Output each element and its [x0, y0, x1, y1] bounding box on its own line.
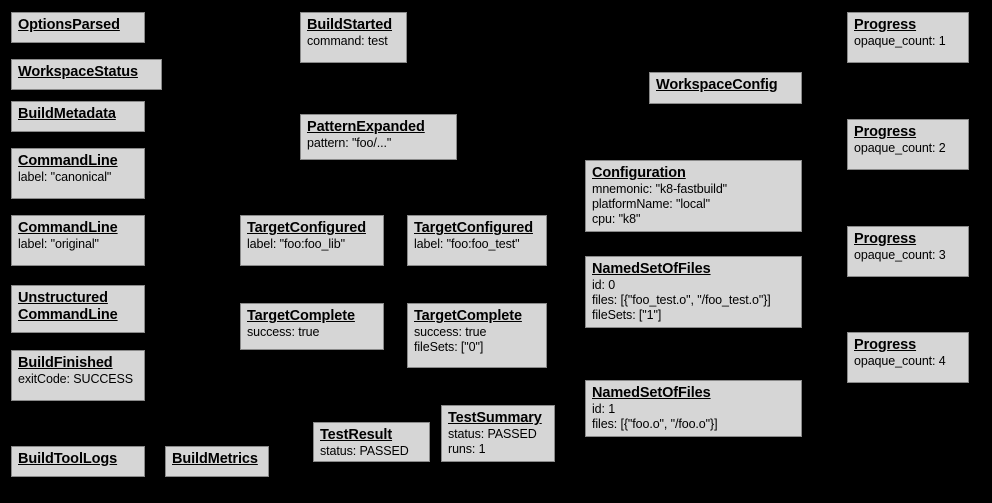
node-title: CommandLine	[18, 153, 118, 169]
node-field: fileSets: ["0"]	[414, 340, 484, 354]
node-build-tool-logs[interactable]: BuildToolLogs	[11, 446, 145, 477]
node-title: BuildMetrics	[172, 451, 258, 467]
node-title: TargetComplete	[247, 308, 355, 324]
node-title: TargetComplete	[414, 308, 522, 324]
node-field: opaque_count: 2	[854, 141, 946, 155]
node-title: WorkspaceConfig	[656, 77, 778, 93]
node-title: PatternExpanded	[307, 119, 425, 135]
node-field: fileSets: ["1"]	[592, 308, 662, 322]
node-field: label: "original"	[18, 237, 99, 251]
node-field: id: 1	[592, 402, 616, 416]
node-workspace-config[interactable]: WorkspaceConfig	[649, 72, 802, 104]
node-field: opaque_count: 1	[854, 34, 946, 48]
node-title: Configuration	[592, 165, 686, 181]
node-field: opaque_count: 4	[854, 354, 946, 368]
node-field: pattern: "foo/..."	[307, 136, 392, 150]
node-title: NamedSetOfFiles	[592, 261, 711, 277]
node-build-metadata[interactable]: BuildMetadata	[11, 101, 145, 132]
node-field: status: PASSED	[448, 427, 537, 441]
node-unstructured-command-line[interactable]: Unstructured CommandLine	[11, 285, 145, 333]
node-title: NamedSetOfFiles	[592, 385, 711, 401]
node-field: files: [{"foo_test.o", "/foo_test.o"}]	[592, 293, 771, 307]
node-field: success: true	[247, 325, 320, 339]
node-field: files: [{"foo.o", "/foo.o"}]	[592, 417, 718, 431]
node-title: Progress	[854, 124, 917, 140]
node-field: label: "foo:foo_test"	[414, 237, 520, 251]
node-field: id: 0	[592, 278, 616, 292]
node-field: opaque_count: 3	[854, 248, 946, 262]
node-field: cpu: "k8"	[592, 212, 641, 226]
node-title: BuildToolLogs	[18, 451, 118, 467]
node-title: TargetConfigured	[247, 220, 366, 236]
node-title: Progress	[854, 337, 917, 353]
node-title: TargetConfigured	[414, 220, 533, 236]
node-title: TestSummary	[448, 410, 542, 426]
node-title: BuildMetadata	[18, 106, 116, 122]
node-field: success: true	[414, 325, 487, 339]
node-title: CommandLine	[18, 220, 118, 236]
node-field: command: test	[307, 34, 388, 48]
node-build-metrics[interactable]: BuildMetrics	[165, 446, 269, 477]
node-workspace-status[interactable]: WorkspaceStatus	[11, 59, 162, 90]
node-title: Progress	[854, 231, 917, 247]
node-options-parsed[interactable]: OptionsParsed	[11, 12, 145, 43]
node-field: platformName: "local"	[592, 197, 710, 211]
node-title: BuildStarted	[307, 17, 393, 33]
node-title: OptionsParsed	[18, 17, 120, 33]
node-field: runs: 1	[448, 442, 486, 456]
node-title: Progress	[854, 17, 917, 33]
node-title: WorkspaceStatus	[18, 64, 138, 80]
node-field: label: "canonical"	[18, 170, 112, 184]
node-title: BuildFinished	[18, 355, 113, 371]
node-field: mnemonic: "k8-fastbuild"	[592, 182, 728, 196]
node-field: exitCode: SUCCESS	[18, 372, 134, 386]
node-field: label: "foo:foo_lib"	[247, 237, 345, 251]
node-title: TestResult	[320, 427, 393, 443]
node-field: status: PASSED	[320, 444, 409, 458]
node-title: Unstructured CommandLine	[18, 290, 118, 323]
